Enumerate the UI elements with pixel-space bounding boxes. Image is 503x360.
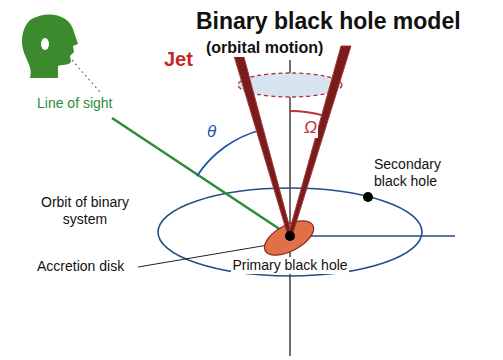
orbit-label: Orbit of binary system (18, 194, 152, 228)
observer-head (22, 14, 78, 78)
primary-label: Primary black hole (231, 257, 348, 274)
orbit-ellipse (158, 188, 422, 276)
jet-shape (231, 46, 292, 236)
sight-dotted-line (72, 60, 100, 92)
line-of-sight-label: Line of sight (36, 95, 114, 112)
observer-ear (41, 38, 49, 50)
disk-label: Accretion disk (36, 258, 125, 275)
accretion-disk (259, 214, 319, 262)
secondary-black-hole (363, 192, 373, 202)
angle-label: θ (206, 122, 217, 142)
title: Binary black hole model (195, 8, 462, 36)
angle-label: Ω (303, 118, 318, 138)
jet-label: Jet (163, 47, 194, 71)
jet-shape (288, 46, 351, 236)
secondary-label: Secondary black hole (373, 156, 475, 190)
subtitle: (orbital motion) (205, 38, 324, 57)
horizontal-axis (290, 235, 455, 236)
omega-arc (290, 111, 325, 116)
primary-black-hole (285, 231, 295, 241)
vertical-axis (289, 60, 290, 356)
